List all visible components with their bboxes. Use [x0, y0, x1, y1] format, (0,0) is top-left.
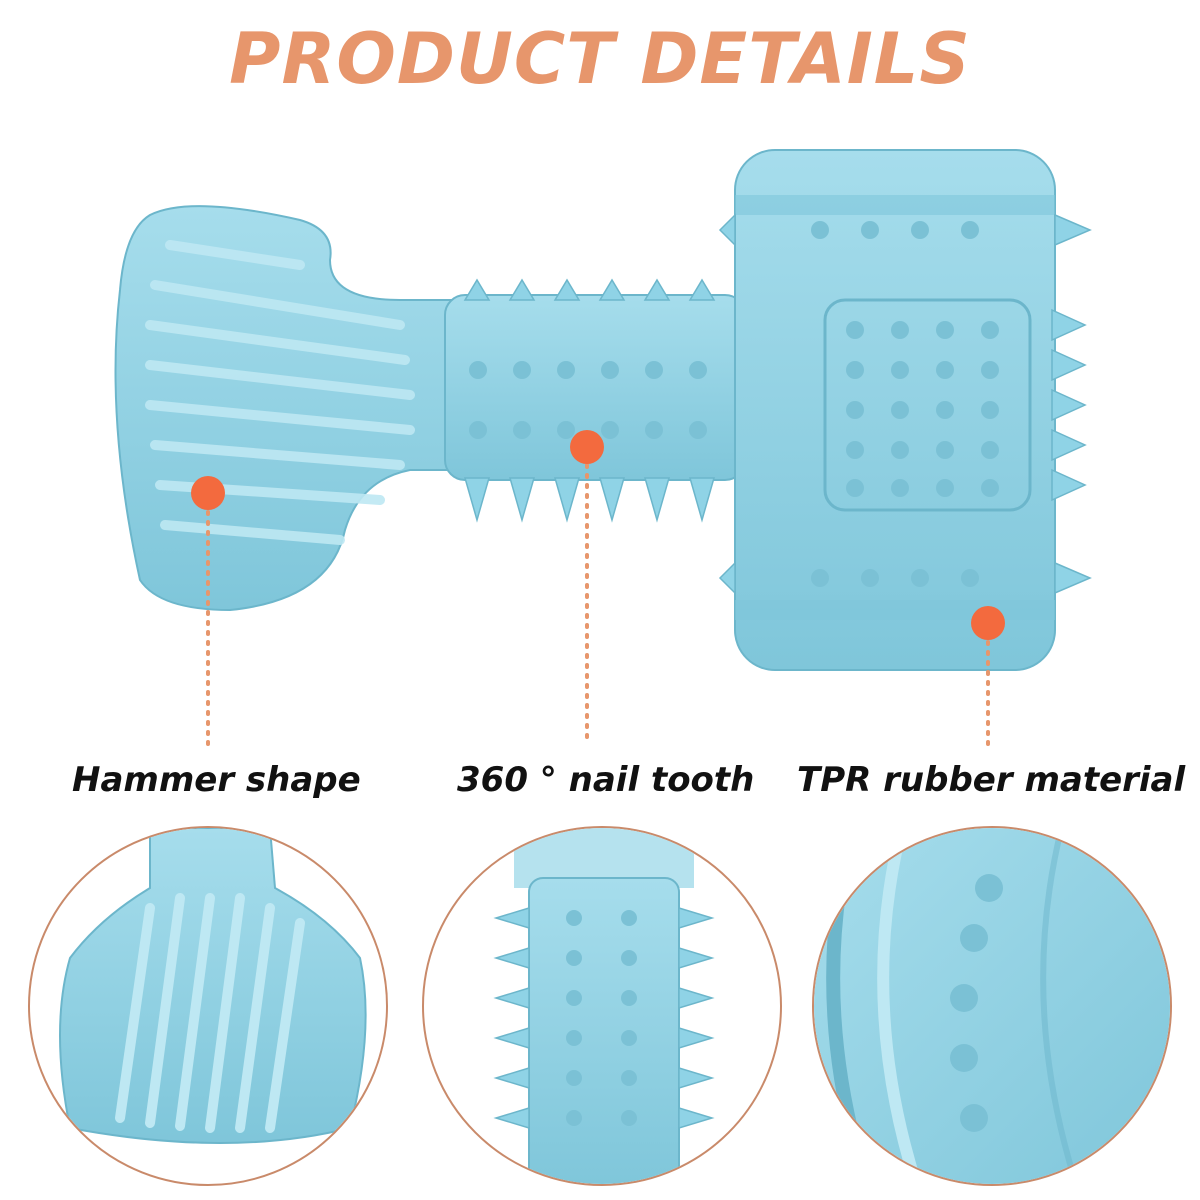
hammer-toy-image [114, 149, 1092, 752]
nail-tooth-closeup-icon [422, 826, 782, 1186]
feature-label-nail-tooth: 360 ° nail tooth [457, 760, 755, 800]
feature-label-hammer-shape: Hammer shape [72, 760, 361, 800]
marker-hammer-shape [191, 476, 225, 752]
rubber-material-closeup-icon [812, 826, 1172, 1186]
marker-nail-tooth [570, 430, 604, 742]
feature-label-tpr-material: TPR rubber material [797, 760, 1186, 800]
marker-tpr-material [971, 606, 1005, 752]
hammer-head-closeup-icon [28, 826, 388, 1186]
page-title: PRODUCT DETAILS [229, 18, 971, 100]
